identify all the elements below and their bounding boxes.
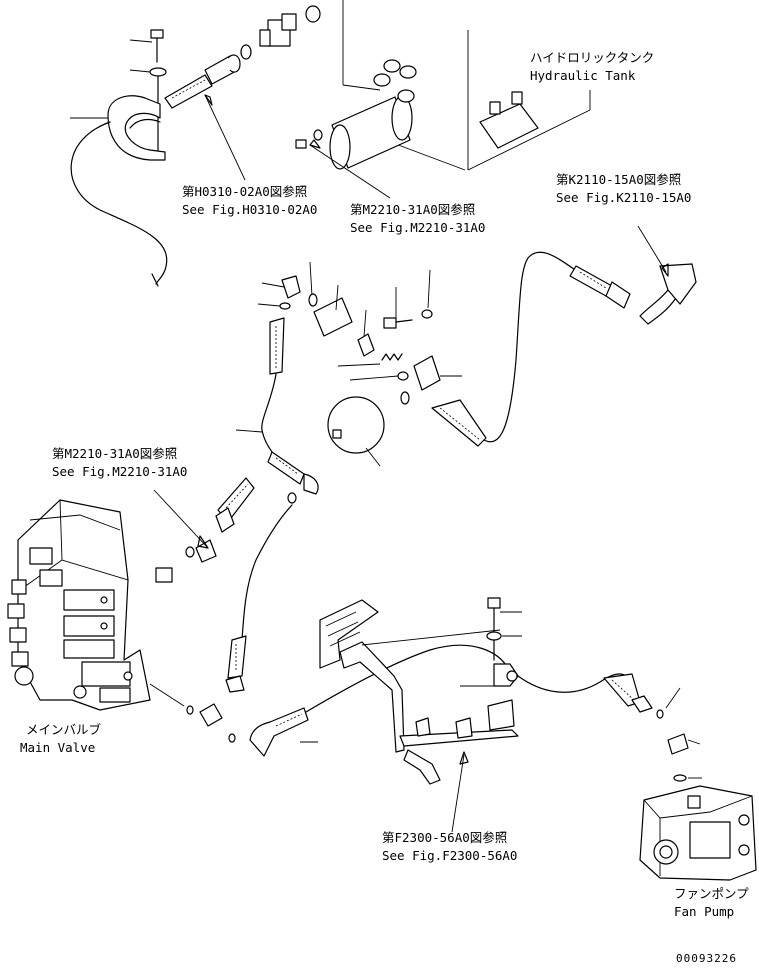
ref-k2110: 第K2110-15A0図参照 See Fig.K2110-15A0	[556, 172, 691, 205]
ref-h0310-en: See Fig.H0310-02A0	[182, 202, 317, 217]
ref-m2210-top-jp: 第M2210-31A0図参照	[350, 202, 475, 217]
lower-left-fittings	[186, 644, 511, 757]
center-fittings	[257, 261, 462, 467]
ref-f2300: 第F2300-56A0図参照 See Fig.F2300-56A0	[382, 830, 517, 863]
drawing-number: 00093226	[676, 952, 737, 965]
tank-cover	[479, 91, 539, 149]
ref-f2300-jp: 第F2300-56A0図参照	[382, 830, 507, 845]
ref-m2210-top-en: See Fig.M2210-31A0	[350, 220, 485, 235]
label-main-valve: メインバルブ Main Valve	[20, 722, 102, 755]
main-valve-block	[7, 499, 185, 711]
label-fan-pump: ファンポンプ Fan Pump	[674, 886, 749, 919]
ref-h0310: 第H0310-02A0図参照 See Fig.H0310-02A0	[182, 184, 317, 217]
hose-left-vertical	[235, 317, 319, 495]
main-valve-jp: メインバルブ	[26, 722, 102, 737]
fan-pump	[639, 785, 757, 881]
bracket-assembly	[319, 599, 519, 785]
ref-h0310-jp: 第H0310-02A0図参照	[182, 184, 307, 199]
ref-k2110-en: See Fig.K2110-15A0	[556, 190, 691, 205]
hose-left-loop	[70, 121, 168, 285]
main-valve-en: Main Valve	[20, 740, 95, 755]
fan-pump-jp: ファンポンプ	[674, 886, 749, 901]
ref-k2110-jp: 第K2110-15A0図参照	[556, 172, 681, 187]
bracket-bolt	[460, 597, 522, 687]
top-elbow-fitting	[240, 5, 321, 60]
ref-f2300-en: See Fig.F2300-56A0	[382, 848, 517, 863]
tank-outline	[342, 0, 591, 171]
ref-m2210-left-en: See Fig.M2210-31A0	[52, 464, 187, 479]
label-hydraulic-tank: ハイドロリックタンク Hydraulic Tank	[530, 50, 654, 83]
fan-pump-en: Fan Pump	[674, 904, 734, 919]
hydraulic-tank-en: Hydraulic Tank	[530, 68, 636, 83]
ref-m2210-left: 第M2210-31A0図参照 See Fig.M2210-31A0	[52, 446, 187, 479]
hose-top-center	[164, 54, 241, 109]
ref-m2210-left-jp: 第M2210-31A0図参照	[52, 446, 177, 461]
left-fittings	[153, 477, 297, 693]
hose-right-upper	[431, 225, 697, 447]
ref-m2210-top: 第M2210-31A0図参照 See Fig.M2210-31A0	[350, 202, 485, 235]
hose-to-fan-pump	[517, 673, 702, 782]
filter-cylinder	[295, 59, 417, 170]
top-left-bolt-assembly	[70, 29, 167, 161]
hydraulic-tank-jp: ハイドロリックタンク	[530, 50, 654, 65]
